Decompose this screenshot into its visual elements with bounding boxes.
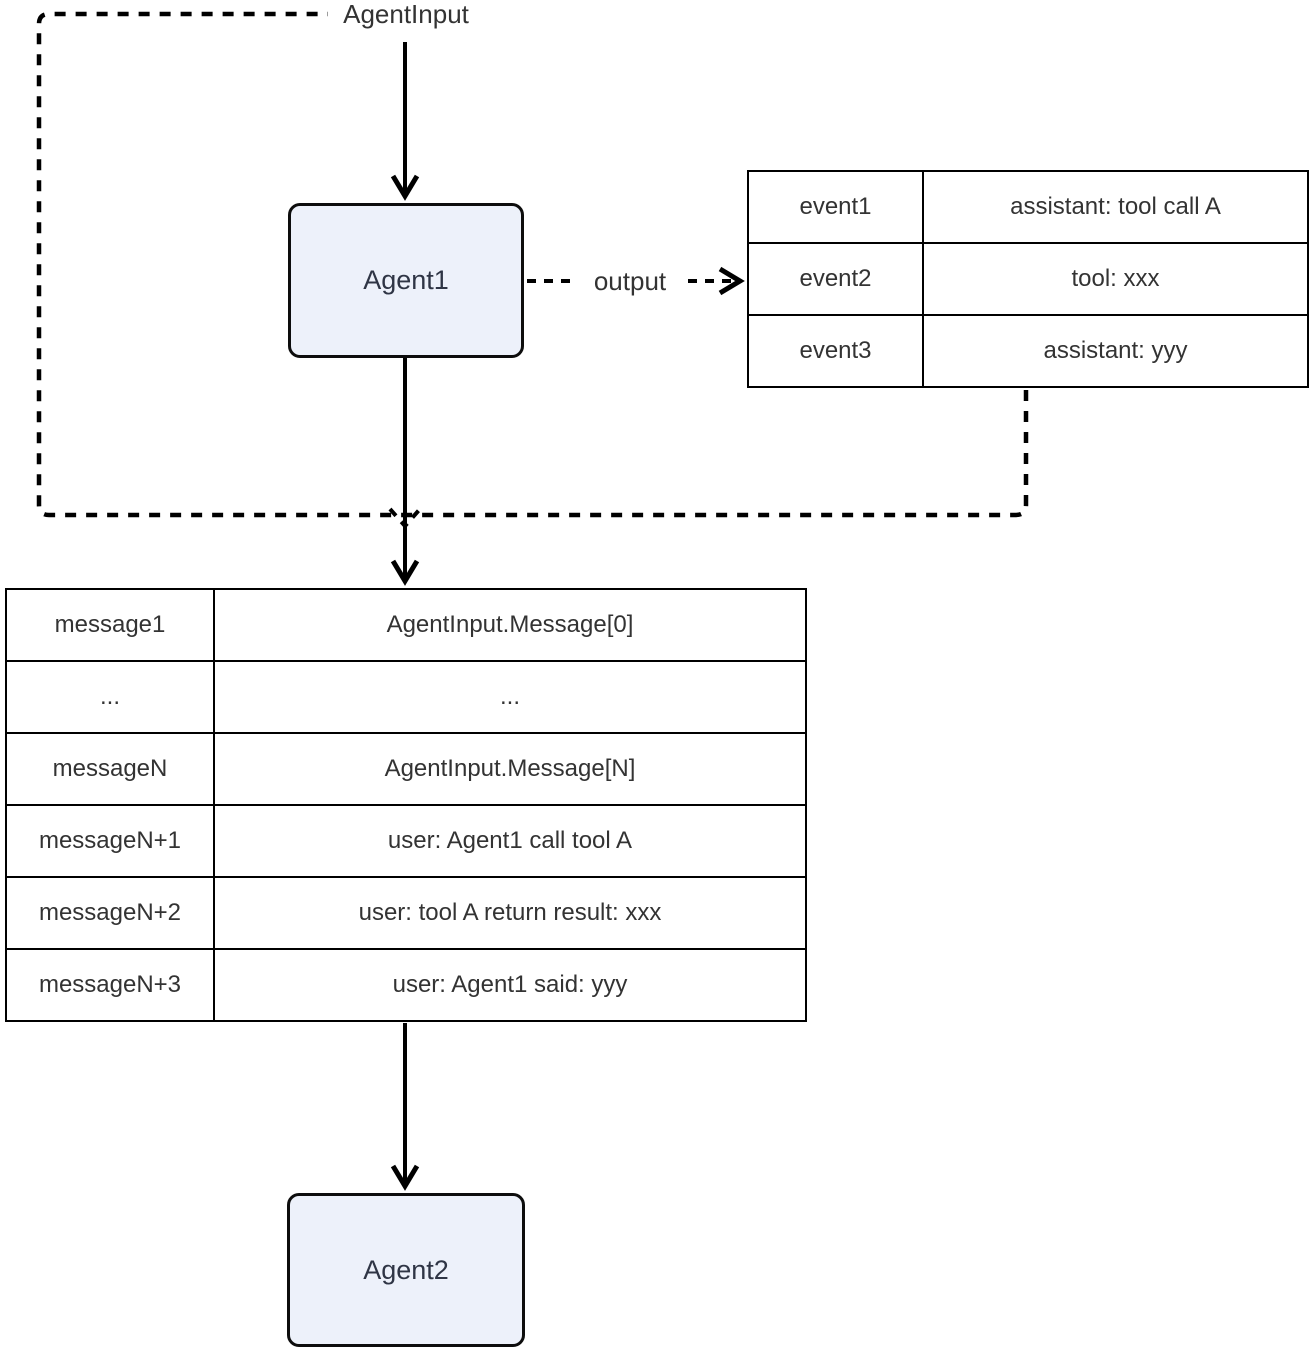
table-row: messageN+3 user: Agent1 said: yyy bbox=[5, 948, 807, 1022]
message-key: messageN+1 bbox=[5, 804, 215, 878]
agent1-label: Agent1 bbox=[363, 265, 449, 295]
message-value: AgentInput.Message[0] bbox=[213, 588, 807, 662]
table-row: message1 AgentInput.Message[0] bbox=[5, 588, 807, 662]
output-edge-label: output bbox=[578, 266, 682, 296]
events-table: event1 assistant: tool call A event2 too… bbox=[747, 170, 1309, 388]
message-key: messageN bbox=[5, 732, 215, 806]
agent2-label: Agent2 bbox=[363, 1254, 449, 1285]
message-value: ... bbox=[213, 660, 807, 734]
message-key: message1 bbox=[5, 588, 215, 662]
messages-table: message1 AgentInput.Message[0] ... ... m… bbox=[5, 588, 807, 1022]
message-value: AgentInput.Message[N] bbox=[213, 732, 807, 806]
table-row: event3 assistant: yyy bbox=[747, 314, 1309, 388]
message-key: messageN+3 bbox=[5, 948, 215, 1022]
table-row: ... ... bbox=[5, 660, 807, 734]
agent2-node: Agent2 bbox=[287, 1193, 525, 1347]
event-key: event3 bbox=[747, 314, 924, 388]
table-row: messageN AgentInput.Message[N] bbox=[5, 732, 807, 806]
message-value: user: tool A return result: xxx bbox=[213, 876, 807, 950]
table-row: event1 assistant: tool call A bbox=[747, 170, 1309, 244]
agent1-node: Agent1 bbox=[288, 203, 524, 358]
message-value: user: Agent1 call tool A bbox=[213, 804, 807, 878]
message-key: ... bbox=[5, 660, 215, 734]
event-key: event1 bbox=[747, 170, 924, 244]
loop-dashed-connector bbox=[36, 11, 1029, 518]
agent-input-label: AgentInput bbox=[343, 0, 469, 29]
table-row: messageN+1 user: Agent1 call tool A bbox=[5, 804, 807, 878]
event-value: assistant: tool call A bbox=[922, 170, 1309, 244]
message-key: messageN+2 bbox=[5, 876, 215, 950]
table-row: messageN+2 user: tool A return result: x… bbox=[5, 876, 807, 950]
event-key: event2 bbox=[747, 242, 924, 316]
message-value: user: Agent1 said: yyy bbox=[213, 948, 807, 1022]
table-row: event2 tool: xxx bbox=[747, 242, 1309, 316]
event-value: tool: xxx bbox=[922, 242, 1309, 316]
event-value: assistant: yyy bbox=[922, 314, 1309, 388]
